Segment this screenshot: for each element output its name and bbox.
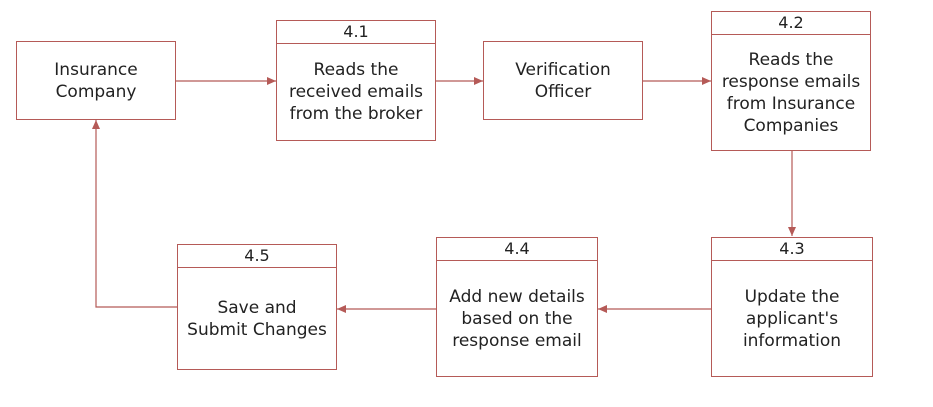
label-line: Insurance (54, 59, 138, 80)
label-line: from the broker (289, 104, 423, 124)
label-line: applicant's (745, 308, 839, 329)
label-line: Add new details (449, 286, 585, 307)
process-4-2-id: 4.2 (712, 12, 870, 35)
process-4-5-id: 4.5 (178, 245, 336, 268)
process-4-5: 4.5 Save and Submit Changes (177, 244, 337, 370)
process-4-4-id: 4.4 (437, 238, 597, 261)
process-4-2: 4.2 Reads the response emails from Insur… (711, 11, 871, 151)
process-4-4: 4.4 Add new details based on the respons… (436, 237, 598, 377)
label-line: Submit Changes (187, 319, 327, 340)
process-4-5-label: Save and Submit Changes (178, 268, 336, 369)
process-4-1-label: Reads the received emails from the broke… (277, 44, 435, 140)
entity-insurance-company-label: Insurance Company (17, 42, 175, 119)
label-line: Company (55, 81, 137, 102)
entity-insurance-company: Insurance Company (16, 41, 176, 120)
process-4-3-id: 4.3 (712, 238, 872, 261)
label-line: from Insurance (726, 93, 856, 114)
label-line: Officer (534, 81, 592, 102)
label-line: received emails (288, 82, 424, 102)
label-line: information (742, 330, 842, 351)
label-line: Update the (744, 286, 840, 307)
label-line: response emails (721, 71, 861, 92)
label-line: Save and (217, 297, 297, 318)
label-line: Reads the (313, 60, 399, 80)
label-line: Companies (743, 115, 839, 136)
label-line: Verification (515, 59, 611, 80)
process-4-4-label: Add new details based on the response em… (437, 261, 597, 376)
process-4-3-label: Update the applicant's information (712, 261, 872, 376)
label-line: response email (452, 330, 582, 351)
label-line: Reads the (748, 49, 834, 70)
process-4-2-label: Reads the response emails from Insurance… (712, 35, 870, 150)
entity-verification-officer: Verification Officer (483, 41, 643, 120)
process-4-1: 4.1 Reads the received emails from the b… (276, 20, 436, 141)
entity-verification-officer-label: Verification Officer (484, 42, 642, 119)
arrow-4-5-to-insurance (92, 120, 177, 308)
process-4-3: 4.3 Update the applicant's information (711, 237, 873, 377)
label-line: based on the (461, 308, 573, 329)
process-4-1-id: 4.1 (277, 21, 435, 44)
